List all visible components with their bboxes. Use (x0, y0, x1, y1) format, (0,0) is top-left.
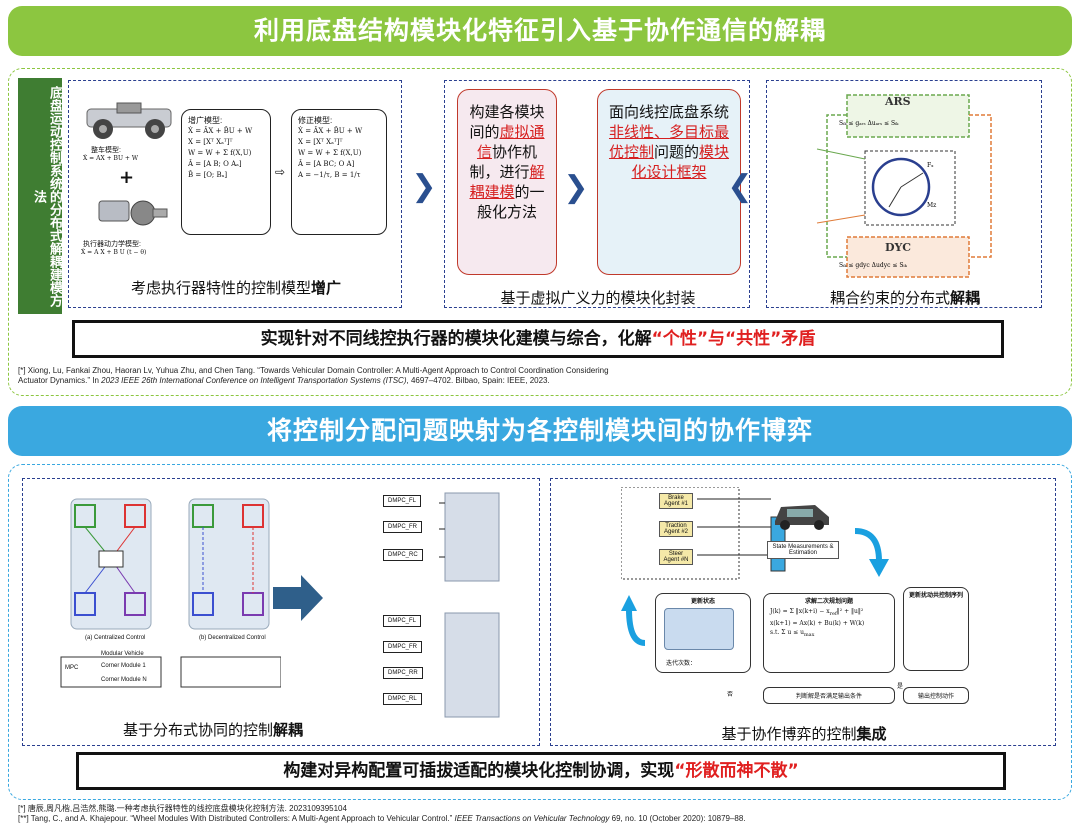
dmpc-stack-4: DMPC_FL DMPC_FR DMPC_RR DMPC_RL (357, 609, 507, 729)
suv-image (775, 505, 829, 530)
bottom-summary: 构建对异构配置可插拔适配的模块化控制协调，实现“形散而神不散” (76, 752, 1006, 790)
svg-text:Mz: Mz (927, 202, 936, 209)
bottom-banner-title: 将控制分配问题映射为各控制模块间的协作博弈 (266, 416, 813, 445)
actuator-model-eq: Ẋ = A X + B U (t − θ) (81, 249, 147, 256)
chevron-right-icon: ❯ (411, 169, 437, 204)
dmpc-module: DMPC_FL (383, 495, 422, 507)
flow-arrow-up-icon (621, 595, 646, 646)
corner-module-n-label: Corner Module N (101, 677, 147, 683)
model-augment-panel: 整车模型: Ẋ = AX + BU + W + 执行器动力学模型: Ẋ = A … (68, 80, 402, 308)
panel1-caption: 考虑执行器特性的控制模型增广 (130, 279, 342, 297)
yes-label: 是 (897, 684, 904, 690)
bottom-banner: 将控制分配问题映射为各控制模块间的协作博弈 (8, 406, 1072, 456)
actuator-model-label: 执行器动力学模型: (83, 241, 141, 248)
flow-arrow-down-icon (854, 528, 889, 577)
augmented-model-title: 增广模型: (188, 116, 223, 125)
agent-network-diagram (621, 487, 786, 580)
chevron-left-icon: ❮ (727, 169, 753, 204)
output-box: 输出控制动作 (903, 687, 969, 704)
distributed-decouple-panel: Sᵢₖ ≤ gₐᵣₛ Δuₐᵣₛ ≤ Sᵢₖ Sᵢₖ ≤ gdyc Δudyc … (766, 80, 1042, 308)
dmpc-module: DMPC_FR (383, 521, 423, 533)
corrected-model-title: 修正模型: (298, 116, 333, 125)
update-sequence-box: 更新扰动共控制序列 (903, 587, 969, 671)
plus-icon: + (119, 167, 135, 188)
corrected-model-box: 修正模型: Ẋ = ÂX + B̂U + W X = [Xᵀ Xₐᵀ]ᵀ W =… (291, 109, 387, 235)
dmpc-module: DMPC_FL (383, 615, 422, 627)
state-inner-box (664, 608, 734, 650)
framework-box: 面向线控底盘系统非线性、多目标最优控制问题的模块化设计框架 (597, 89, 741, 275)
vehicle-model-eq: Ẋ = AX + BU + W (83, 155, 139, 162)
dmpc-module: DMPC_RL (383, 693, 422, 705)
centralized-decentralized-diagram (60, 498, 281, 688)
bottom-reference: [*] 唐辰,周凡楷,吕浩然,熊璐.一种考虑执行器特性的线控底盘模块化控制方法.… (18, 804, 746, 823)
solve-qp-title: 求解二次规划问题 (804, 599, 853, 605)
top-reference: [*] Xiong, Lu, Fankai Zhou, Haoran Lv, Y… (18, 366, 609, 385)
agent-block: Brake Agent #1 (659, 493, 693, 509)
chevron-right-icon: ❯ (563, 170, 589, 205)
augmented-model-box: 增广模型: Ẋ = ÂX + B̂U + W X = [Xᵀ Xₐᵀ]ᵀ W =… (181, 109, 271, 235)
vehicle-model-label: 整车模型: (91, 147, 121, 154)
top-side-label: 底盘运动控制系统的分布式解耦建模方法 (18, 78, 62, 314)
dmpc-module: DMPC_FR (383, 641, 423, 653)
state-measurement-box: State Measurements & Estimation (767, 541, 839, 559)
modular-vehicle-label: Modular Vehicle (101, 651, 144, 657)
mpc-label: MPC (65, 665, 79, 671)
distributed-cooperation-panel: (a) Centralized Control (b) Decentralize… (22, 478, 540, 746)
top-section-frame (8, 68, 1072, 396)
coupling-diagram: Sᵢₖ ≤ gₐᵣₛ Δuₐᵣₛ ≤ Sᵢₖ Sᵢₖ ≤ gdyc Δudyc … (816, 94, 992, 278)
dmpc-module: DMPC_RC (383, 549, 423, 561)
centralized-caption: (a) Centralized Control (85, 635, 146, 641)
panel3-caption: 耦合约束的分布式解耦 (829, 289, 981, 307)
vehicle-skeleton-image (439, 492, 500, 582)
chassis-image (86, 102, 172, 139)
dmpc-module: DMPC_RR (383, 667, 423, 679)
method-box: 构建各模块间的虚拟通信协作机制，进行解耦建模的一般化方法 (457, 89, 557, 275)
big-arrow-icon (273, 575, 323, 621)
agent-block: Steer Agent #N (659, 549, 693, 565)
dyc-label: DYC (885, 241, 911, 254)
dmpc-stack-3: DMPC_FL DMPC_FR DMPC_RC (357, 489, 507, 589)
svg-text:Fₓ: Fₓ (927, 162, 934, 169)
bottom-panel1-caption: 基于分布式协同的控制解耦 (122, 721, 304, 739)
bottom-section-frame (8, 464, 1072, 800)
agent-block: Traction Agent #2 (659, 521, 693, 537)
svg-text:Sᵢₖ ≤ gdyc Δudyc ≤ Sᵢₖ: Sᵢₖ ≤ gdyc Δudyc ≤ Sᵢₖ (839, 262, 908, 269)
panel2-caption: 基于虚拟广义力的模块化封装 (500, 289, 696, 307)
no-label: 否 (727, 692, 734, 698)
arrow-right-icon: ⇨ (275, 165, 286, 179)
bottom-panel2-caption: 基于协作博弈的控制集成 (721, 725, 887, 743)
decentralized-caption: (b) Decentralized Control (199, 635, 266, 641)
corner-module-1-label: Corner Module 1 (101, 663, 146, 669)
svg-text:Sᵢₖ ≤ gₐᵣₛ Δuₐᵣₛ ≤ Sᵢₖ: Sᵢₖ ≤ gₐᵣₛ Δuₐᵣₛ ≤ Sᵢₖ (839, 120, 899, 127)
cooperative-game-panel: Brake Agent #1 Traction Agent #2 Steer A… (550, 478, 1056, 746)
iteration-label: 迭代次数： (666, 661, 697, 667)
update-state-title: 更新状态 (690, 599, 715, 605)
update-sequence-title: 更新扰动共控制序列 (908, 593, 963, 599)
actuator-image (98, 200, 168, 226)
top-banner-title: 利用底盘结构模块化特征引入基于协作通信的解耦 (253, 16, 826, 45)
modular-encapsulation-panel: 构建各模块间的虚拟通信协作机制，进行解耦建模的一般化方法 ❯ 面向线控底盘系统非… (444, 80, 750, 308)
top-banner: 利用底盘结构模块化特征引入基于协作通信的解耦 (8, 6, 1072, 56)
ars-label: ARS (885, 95, 911, 108)
solve-qp-box: 求解二次规划问题 J(k) = Σ ‖x(k+i) − xref‖² + ‖u‖… (763, 593, 895, 673)
vehicle-skeleton-image (444, 612, 500, 718)
top-summary: 实现针对不同线控执行器的模块化建模与综合，化解“个性”与“共性”矛盾 (72, 320, 1004, 358)
judge-box: 判断解是否满足输出条件 (763, 687, 895, 704)
update-state-box: 更新状态 迭代次数： (655, 593, 751, 673)
